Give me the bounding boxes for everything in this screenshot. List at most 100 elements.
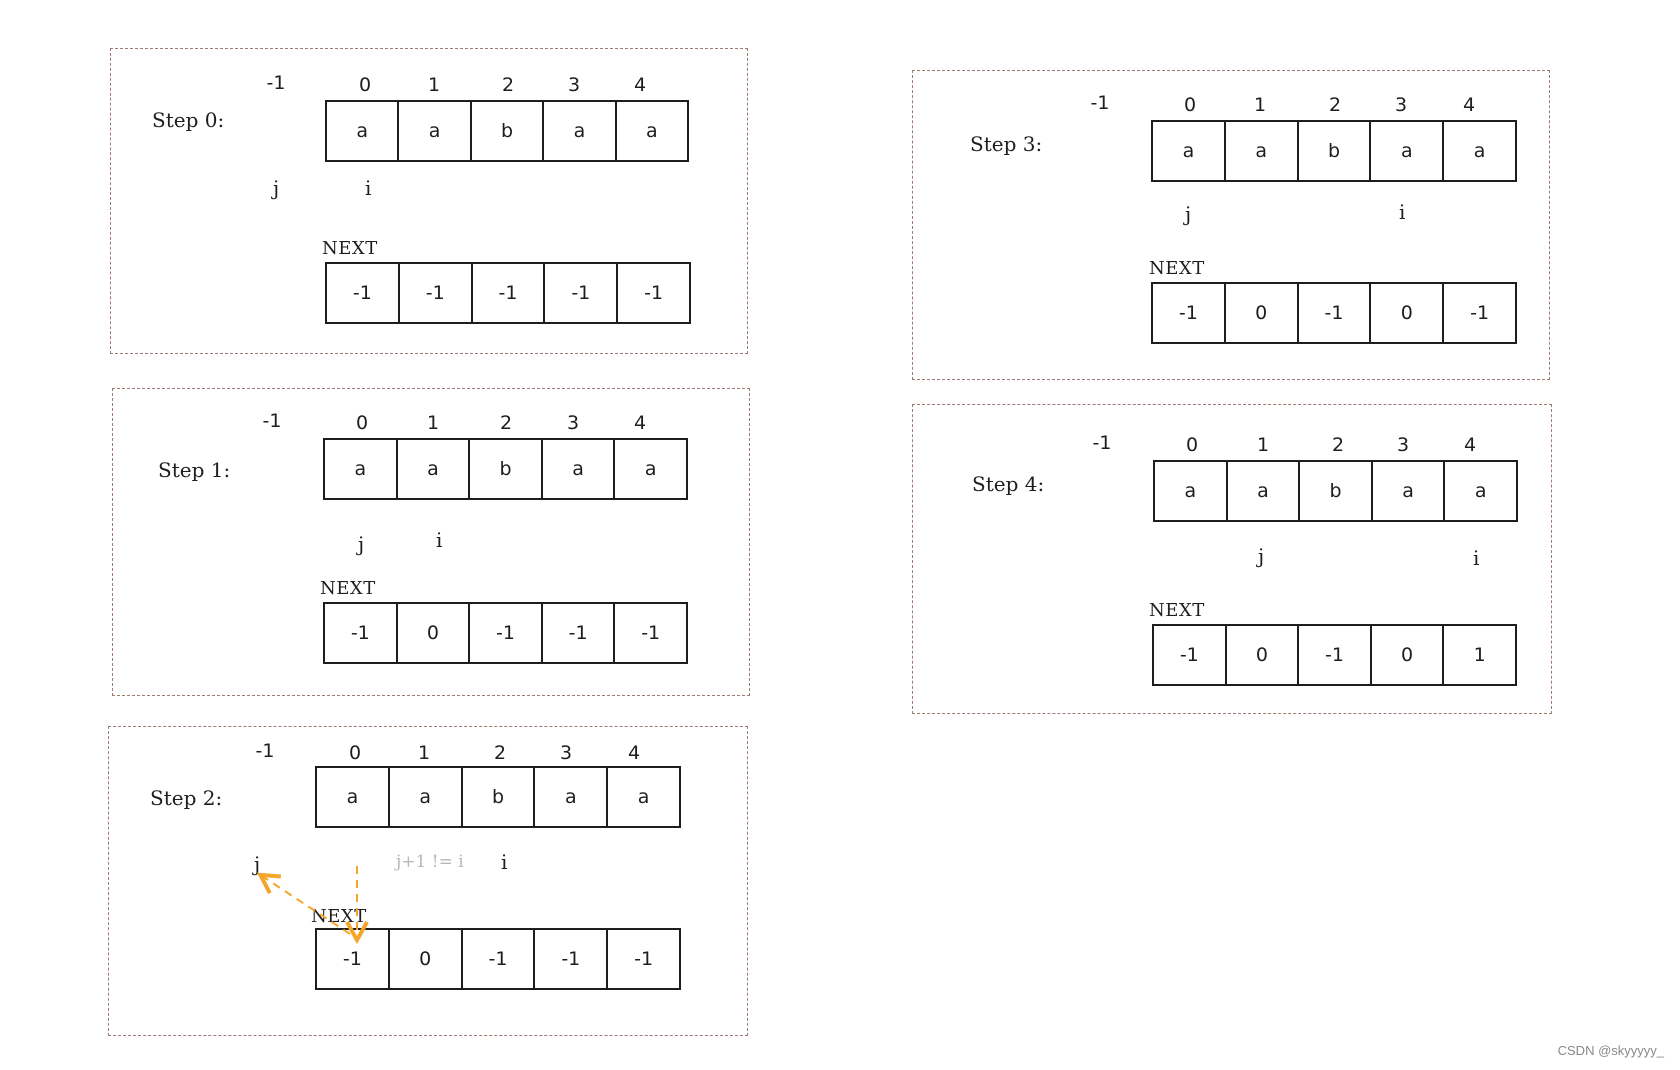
next-label: NEXT [320, 578, 376, 599]
index-label: 0 [1185, 434, 1199, 456]
index-label: 0 [358, 74, 372, 96]
next-array: -1 0 -1 0 -1 [1151, 282, 1517, 344]
i-pointer: i [365, 176, 372, 200]
index-label: -1 [1092, 432, 1112, 454]
next-label: NEXT [1149, 258, 1205, 279]
next-cell: -1 [463, 930, 536, 988]
next-label: NEXT [1149, 600, 1205, 621]
index-label: 0 [348, 742, 362, 764]
index-label: 1 [417, 742, 431, 764]
pattern-cell: a [1153, 122, 1226, 180]
next-cell: -1 [535, 930, 609, 988]
step-0-label: Step 0: [152, 108, 225, 132]
next-cell: -1 [1154, 626, 1227, 684]
next-cell: 0 [390, 930, 463, 988]
index-label: -1 [255, 740, 275, 762]
next-label: NEXT [322, 238, 378, 259]
next-cell: -1 [327, 264, 400, 322]
step-4-label: Step 4: [972, 472, 1045, 496]
i-pointer: i [1473, 546, 1480, 570]
pattern-cell: a [317, 768, 390, 826]
pattern-cell: a [1474, 480, 1487, 502]
next-cell: -1 [634, 948, 654, 970]
pattern-cell: a [1473, 140, 1486, 162]
pattern-array: a a b a a [1151, 120, 1517, 182]
next-array: -1 0 -1 -1 -1 [315, 928, 681, 990]
step-3-panel [912, 70, 1550, 380]
index-label: 4 [627, 742, 641, 764]
step-2-label: Step 2: [150, 786, 223, 810]
step-3-label: Step 3: [970, 132, 1043, 156]
pattern-cell: a [535, 768, 609, 826]
index-label: -1 [1090, 92, 1110, 114]
next-cell: -1 [1153, 284, 1226, 342]
next-cell: -1 [473, 264, 546, 322]
index-label: 2 [493, 742, 507, 764]
pattern-array: a a b a a [1153, 460, 1518, 522]
index-label: 0 [355, 412, 369, 434]
next-cell: -1 [543, 604, 616, 662]
j-pointer: j [1185, 202, 1192, 226]
index-label: 2 [1328, 94, 1342, 116]
next-cell: -1 [1299, 626, 1372, 684]
index-label: 1 [1256, 434, 1270, 456]
index-label: 3 [566, 412, 580, 434]
next-cell: 0 [1226, 284, 1299, 342]
j-pointer: j [273, 176, 280, 200]
pattern-cell: b [1300, 462, 1373, 520]
step-1-panel [112, 388, 750, 696]
next-cell: 0 [1372, 626, 1445, 684]
step-2-panel [108, 726, 748, 1036]
next-cell: -1 [400, 264, 473, 322]
index-label: 2 [499, 412, 513, 434]
i-pointer: i [436, 528, 443, 552]
index-label: 3 [567, 74, 581, 96]
next-cell: -1 [641, 622, 661, 644]
pattern-cell: b [1299, 122, 1372, 180]
pattern-cell: b [470, 440, 543, 498]
index-label: 4 [1463, 434, 1477, 456]
pattern-cell: a [399, 102, 472, 160]
pattern-cell: a [390, 768, 463, 826]
index-label: 2 [1331, 434, 1345, 456]
next-cell: 0 [398, 604, 471, 662]
pattern-cell: a [644, 458, 657, 480]
step-1-label: Step 1: [158, 458, 231, 482]
pattern-cell: a [543, 440, 616, 498]
pattern-cell: a [1155, 462, 1228, 520]
next-cell: 0 [1227, 626, 1300, 684]
next-cell: -1 [470, 604, 543, 662]
next-cell: -1 [325, 604, 398, 662]
pattern-cell: a [1228, 462, 1301, 520]
next-array: -1 -1 -1 -1 -1 [325, 262, 691, 324]
index-label: 1 [427, 74, 441, 96]
next-cell: -1 [1470, 302, 1490, 324]
j-pointer: j [1258, 544, 1265, 568]
next-array: -1 0 -1 0 1 [1152, 624, 1517, 686]
index-label: 2 [501, 74, 515, 96]
j-pointer: j [254, 852, 261, 876]
i-pointer: i [501, 850, 508, 874]
pattern-array: a a b a a [315, 766, 681, 828]
pattern-cell: a [1371, 122, 1445, 180]
index-label: 3 [1394, 94, 1408, 116]
next-cell: -1 [1299, 284, 1372, 342]
step-0-panel [110, 48, 748, 354]
pattern-cell: a [327, 102, 400, 160]
pattern-cell: a [1226, 122, 1299, 180]
index-label: 3 [559, 742, 573, 764]
watermark: CSDN @skyyyyy_ [1557, 1043, 1664, 1058]
pattern-cell: b [463, 768, 536, 826]
j-pointer: j [358, 532, 365, 556]
pattern-array: a a b a a [323, 438, 688, 500]
pattern-cell: a [544, 102, 617, 160]
index-label: 4 [633, 412, 647, 434]
index-label: 0 [1183, 94, 1197, 116]
step-4-panel [912, 404, 1552, 714]
pattern-cell: a [646, 120, 658, 142]
index-label: -1 [262, 410, 282, 432]
next-cell: -1 [317, 930, 390, 988]
next-cell: -1 [545, 264, 619, 322]
pattern-cell: a [1373, 462, 1446, 520]
